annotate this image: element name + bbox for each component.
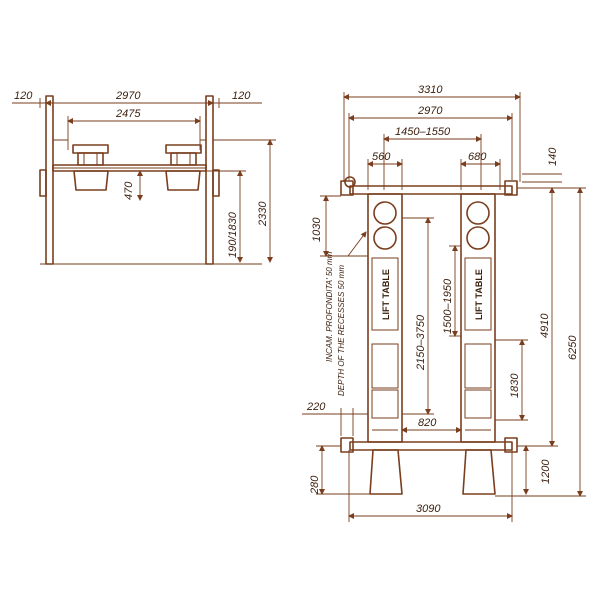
front-right-post	[205, 95, 220, 265]
dim-end-length-label: 1200	[540, 459, 552, 484]
dim-track-span: 1450–1550	[383, 126, 482, 190]
dim-inner-range-label: 1500–1950	[442, 278, 454, 334]
dim-track-left: 560	[367, 151, 403, 190]
dim-outer-width-label: 3310	[418, 84, 443, 96]
dim-platform-height: 470	[123, 170, 143, 201]
dim-side-gap: 220	[302, 401, 368, 436]
front-view: 120 2970 120 2475	[12, 90, 276, 265]
control-box-icon	[344, 176, 356, 188]
front-wheel-stand-left	[72, 144, 109, 191]
turntable-right-front-icon	[466, 201, 490, 225]
dim-column-offset: 1030	[311, 195, 368, 257]
dim-rail-length-label: 1830	[509, 373, 521, 398]
dim-ramp-height: 280	[309, 445, 370, 495]
dim-top-clearance-label: 140	[547, 147, 559, 166]
runway-left: LIFT TABLE	[367, 193, 403, 443]
dim-overall-length: 6250	[495, 187, 586, 497]
lift-table-left-label: LIFT TABLE	[381, 269, 391, 320]
front-wheel-stand-right	[165, 144, 202, 191]
dim-right-offset: 120	[213, 90, 262, 108]
turntable-left-front-icon	[373, 201, 397, 225]
plan-bottom-left-post	[340, 437, 354, 453]
dim-overall-width: 2970	[45, 90, 214, 106]
dim-total-height-label: 2330	[257, 201, 269, 227]
ramp-right	[462, 449, 496, 495]
dim-lift-height-label: 190/1830	[227, 211, 239, 258]
dim-track-right: 680	[460, 151, 501, 190]
plan-bottom-crossbeam	[340, 437, 518, 453]
dim-rail-length: 1830	[495, 339, 528, 421]
plan-view: 3310 2970 1450–1550 560 680	[302, 84, 586, 522]
plan-top-left-post	[340, 180, 354, 196]
plan-top-crossbeam	[340, 176, 518, 196]
turntable-right-rear-icon	[466, 226, 490, 250]
dim-track-right-label: 680	[468, 151, 487, 163]
runway-right: LIFT TABLE	[460, 193, 496, 443]
dim-overall-width-label: 2970	[115, 90, 141, 102]
dim-base-width: 3090	[348, 450, 513, 522]
dim-ramp-length-label: 4910	[539, 313, 551, 338]
dim-total-height: 2330	[213, 139, 276, 263]
dim-track-left-label: 560	[372, 151, 391, 163]
front-left-post	[39, 95, 54, 265]
front-runway	[52, 164, 207, 172]
dim-column-offset-label: 1030	[311, 217, 323, 242]
dim-ramp-height-label: 280	[309, 475, 321, 495]
dim-track-gap-label: 820	[418, 417, 437, 429]
dim-left-offset-label: 120	[14, 90, 33, 102]
dim-inner-width: 2475	[67, 108, 201, 150]
dim-left-offset: 120	[12, 90, 47, 108]
ramp-left	[369, 449, 403, 495]
dim-inner-range: 1500–1950	[442, 245, 461, 337]
dim-side-gap-label: 220	[306, 401, 326, 413]
dim-right-offset-label: 120	[232, 90, 251, 102]
turntable-left-rear-icon	[373, 226, 397, 250]
recess-note-it: INCAM. PROFONDITA' 50 mm	[325, 251, 334, 362]
dim-platform-height-label: 470	[123, 181, 135, 200]
dim-track-gap: 820	[401, 417, 462, 433]
dim-base-range: 2150–3750	[402, 217, 434, 415]
dim-lift-height: 190/1830	[206, 170, 246, 263]
dim-column-width-label: 2970	[417, 105, 443, 117]
dim-ramp-length: 4910	[517, 187, 558, 447]
dim-top-clearance: 140	[522, 147, 562, 183]
dim-track-span-label: 1450–1550	[395, 126, 451, 138]
dim-column-width: 2970	[348, 105, 513, 180]
lift-table-right-label: LIFT TABLE	[474, 269, 484, 320]
dim-overall-length-label: 6250	[567, 335, 579, 360]
recess-note: INCAM. PROFONDITA' 50 mm DEPTH OF THE RE…	[325, 231, 367, 396]
dim-end-length: 1200	[523, 445, 552, 495]
dim-base-width-label: 3090	[416, 503, 441, 515]
dim-inner-width-label: 2475	[115, 108, 141, 120]
dim-base-range-label: 2150–3750	[415, 314, 427, 371]
plan-bottom-right-post	[504, 437, 518, 453]
plan-top-right-post	[504, 180, 518, 196]
dim-outer-width: 3310	[343, 84, 521, 182]
recess-note-en: DEPTH OF THE RECESSES 50 mm	[337, 265, 346, 396]
